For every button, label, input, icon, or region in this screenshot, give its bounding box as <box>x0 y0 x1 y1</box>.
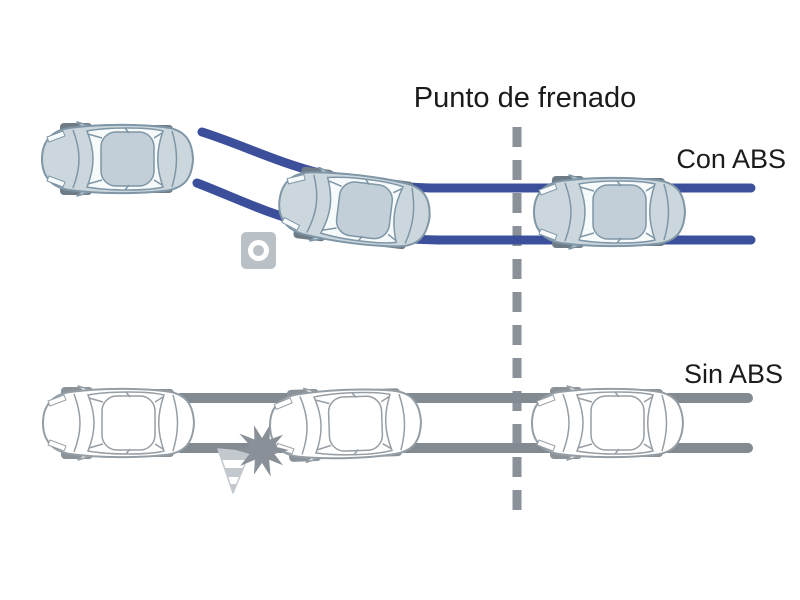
abs-car-after-avoiding <box>41 121 194 197</box>
con-abs-label: Con ABS <box>676 144 786 174</box>
no-abs-car-crashing <box>267 383 424 465</box>
obstacle-icon <box>241 232 276 269</box>
crash-burst-icon <box>236 424 289 477</box>
traffic-cone-icon <box>217 448 251 494</box>
no-abs-car-braking <box>531 385 684 461</box>
no-abs-row <box>42 383 753 494</box>
braking-point-title: Punto de frenado <box>413 82 637 114</box>
abs-row <box>41 121 756 269</box>
sin-abs-label: Sin ABS <box>683 359 783 389</box>
abs-car-braking <box>533 174 686 250</box>
abs-car-swerving <box>274 162 435 256</box>
no-abs-car-stopped <box>42 385 195 461</box>
